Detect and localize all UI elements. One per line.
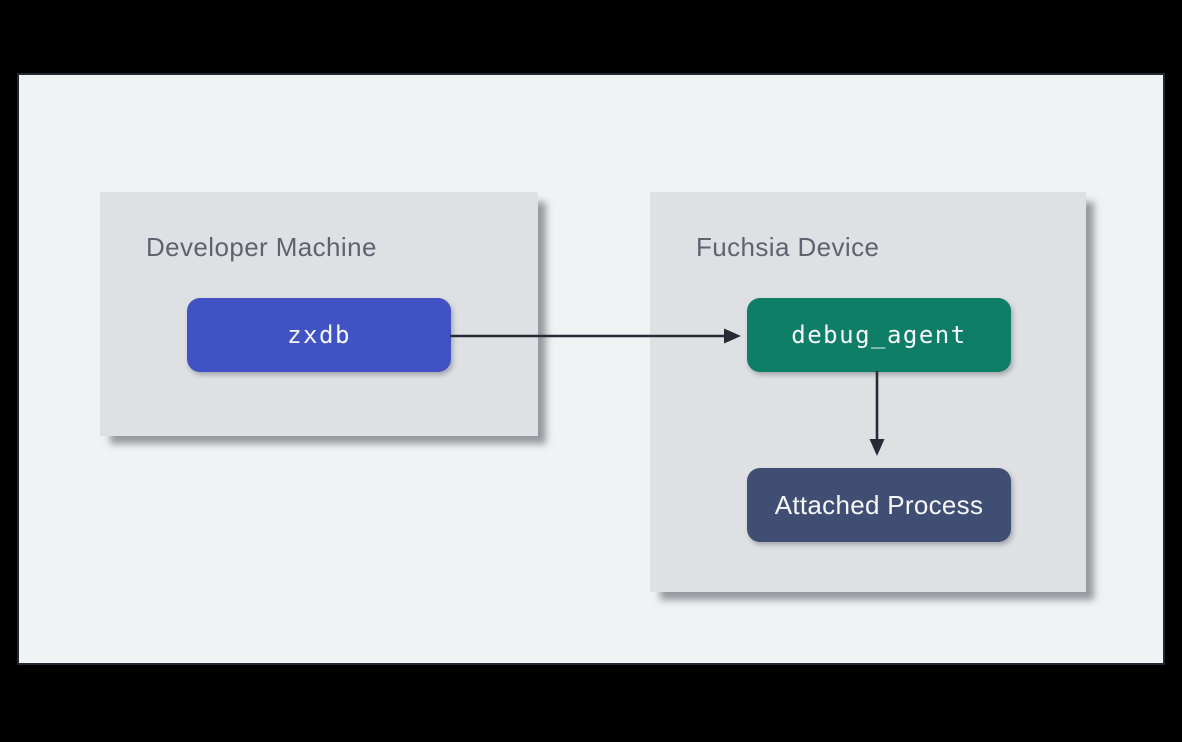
group-title-fuchsia-device: Fuchsia Device	[696, 232, 880, 262]
group-title-developer-machine: Developer Machine	[146, 232, 377, 262]
group-developer-machine: Developer Machine zxdb	[100, 192, 538, 436]
diagram-panel: Developer Machine zxdb Fuchsia Device de…	[17, 73, 1165, 665]
node-zxdb: zxdb	[187, 298, 451, 372]
group-fuchsia-device: Fuchsia Device debug_agent Attached Proc…	[650, 192, 1086, 592]
node-debug-agent: debug_agent	[747, 298, 1011, 372]
node-attached-process: Attached Process	[747, 468, 1011, 542]
